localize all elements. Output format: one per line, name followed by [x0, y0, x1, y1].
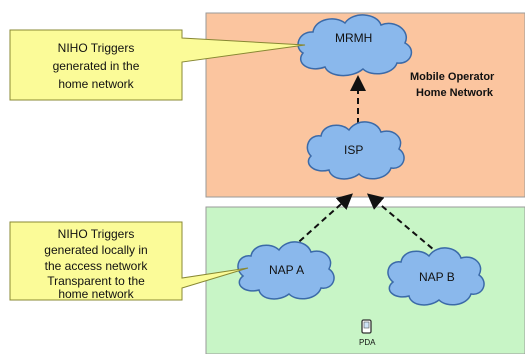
connector-napb-isp — [366, 193, 441, 256]
cloud-nap-b: NAP B — [387, 247, 485, 306]
node-label-isp: ISP — [344, 143, 363, 157]
callout-home-line3: home network — [58, 77, 134, 91]
callout-access-line3: the access network — [45, 259, 149, 273]
connector-napa-isp — [291, 193, 353, 249]
callout-home — [9, 29, 306, 101]
node-label-nap-b: NAP B — [419, 270, 455, 284]
pda-icon — [361, 319, 372, 334]
home-network-label-line1: Mobile Operator — [410, 71, 495, 83]
callout-access-line4: Transparent to the — [47, 274, 145, 288]
callout-access-line1: NIHO Triggers — [58, 227, 135, 241]
callout-access — [9, 221, 249, 301]
callout-access-line5: home network — [58, 287, 134, 301]
home-network-label-line2: Home Network — [416, 87, 494, 99]
callout-home-line1: NIHO Triggers — [58, 41, 135, 55]
node-label-nap-a: NAP A — [269, 263, 304, 277]
cloud-mrmh: MRMH — [297, 14, 413, 77]
cloud-isp: ISP — [306, 121, 405, 180]
device-label-pda: PDA — [359, 338, 376, 347]
callout-home-line2: generated in the — [53, 59, 140, 73]
node-label-mrmh: MRMH — [335, 31, 372, 45]
callout-access-line2: generated locally in — [44, 243, 147, 257]
cloud-nap-a: NAP A — [237, 241, 335, 300]
